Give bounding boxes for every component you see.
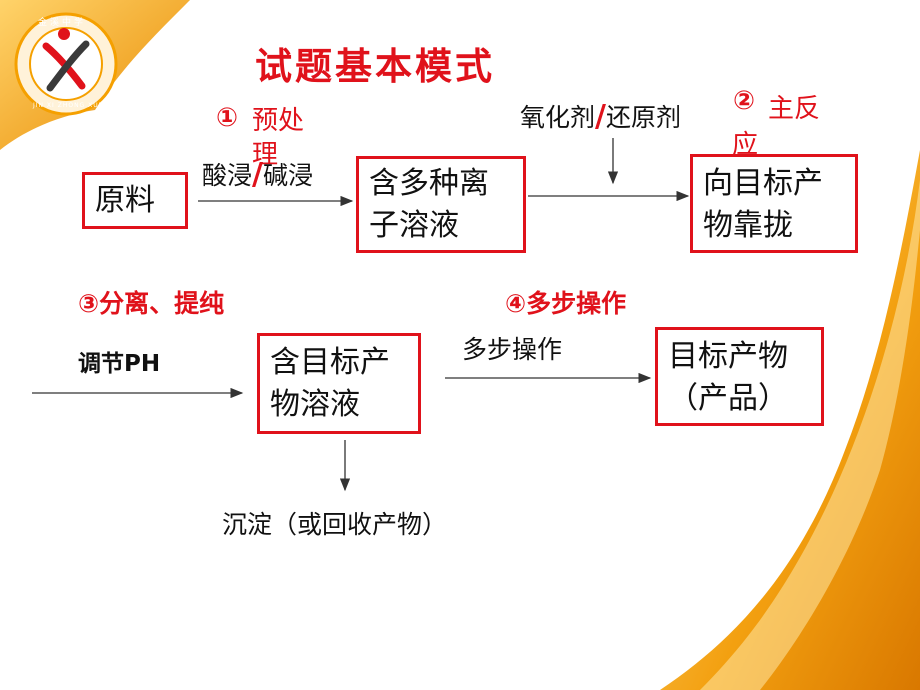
step-1-number: ① xyxy=(216,103,239,133)
acid-alkali-label: 酸浸/碱浸 xyxy=(202,156,313,192)
acid-leach-text: 酸浸 xyxy=(202,161,253,190)
product-line-1: 目标产物 xyxy=(668,339,788,374)
school-logo xyxy=(14,12,118,116)
toward-target-box: 向目标产 物靠拢 xyxy=(690,154,858,253)
raw-material-box: 原料 xyxy=(82,172,188,229)
step-2-number: ② xyxy=(733,86,756,116)
raw-material-text: 原料 xyxy=(95,183,155,218)
target-solution-line-1: 含目标产 xyxy=(270,345,390,380)
redox-label: 氧化剂/还原剂 xyxy=(520,98,681,134)
corner-decoration-bottom-right-highlight xyxy=(700,180,920,690)
page-title: 试题基本模式 xyxy=(255,45,495,88)
step-2-label: 主反应 xyxy=(732,94,821,160)
target-solution-line-2: 物溶液 xyxy=(270,387,360,422)
alkali-leach-text: 碱浸 xyxy=(262,161,313,190)
step-3-label: ③分离、提纯 xyxy=(78,289,225,318)
adjust-ph-label: 调节PH xyxy=(78,351,161,377)
acid-alkali-separator: / xyxy=(252,157,263,192)
step-1-label: 预处理 xyxy=(252,106,305,170)
product-line-2: （产品） xyxy=(668,381,788,416)
target-solution-box: 含目标产 物溶液 xyxy=(257,333,421,434)
step-4-label: ④多步操作 xyxy=(505,289,627,318)
ion-solution-line-2: 子溶液 xyxy=(369,208,459,243)
precipitate-label: 沉淀（或回收产物） xyxy=(222,510,448,539)
logo-text-top: 金溪中学 xyxy=(38,18,87,28)
toward-target-line-2: 物靠拢 xyxy=(703,208,793,243)
corner-decoration-bottom-right xyxy=(660,150,920,690)
ion-solution-line-1: 含多种离 xyxy=(369,166,489,201)
redox-separator: / xyxy=(595,99,606,134)
reductant-text: 还原剂 xyxy=(605,103,681,132)
logo-text-bottom: JIN XI ZHONG XUE xyxy=(33,102,104,109)
ion-solution-box: 含多种离 子溶液 xyxy=(356,156,526,253)
multi-step-label: 多步操作 xyxy=(462,335,563,364)
toward-target-line-1: 向目标产 xyxy=(703,166,823,201)
product-box: 目标产物 （产品） xyxy=(655,327,824,426)
oxidant-text: 氧化剂 xyxy=(520,103,596,132)
